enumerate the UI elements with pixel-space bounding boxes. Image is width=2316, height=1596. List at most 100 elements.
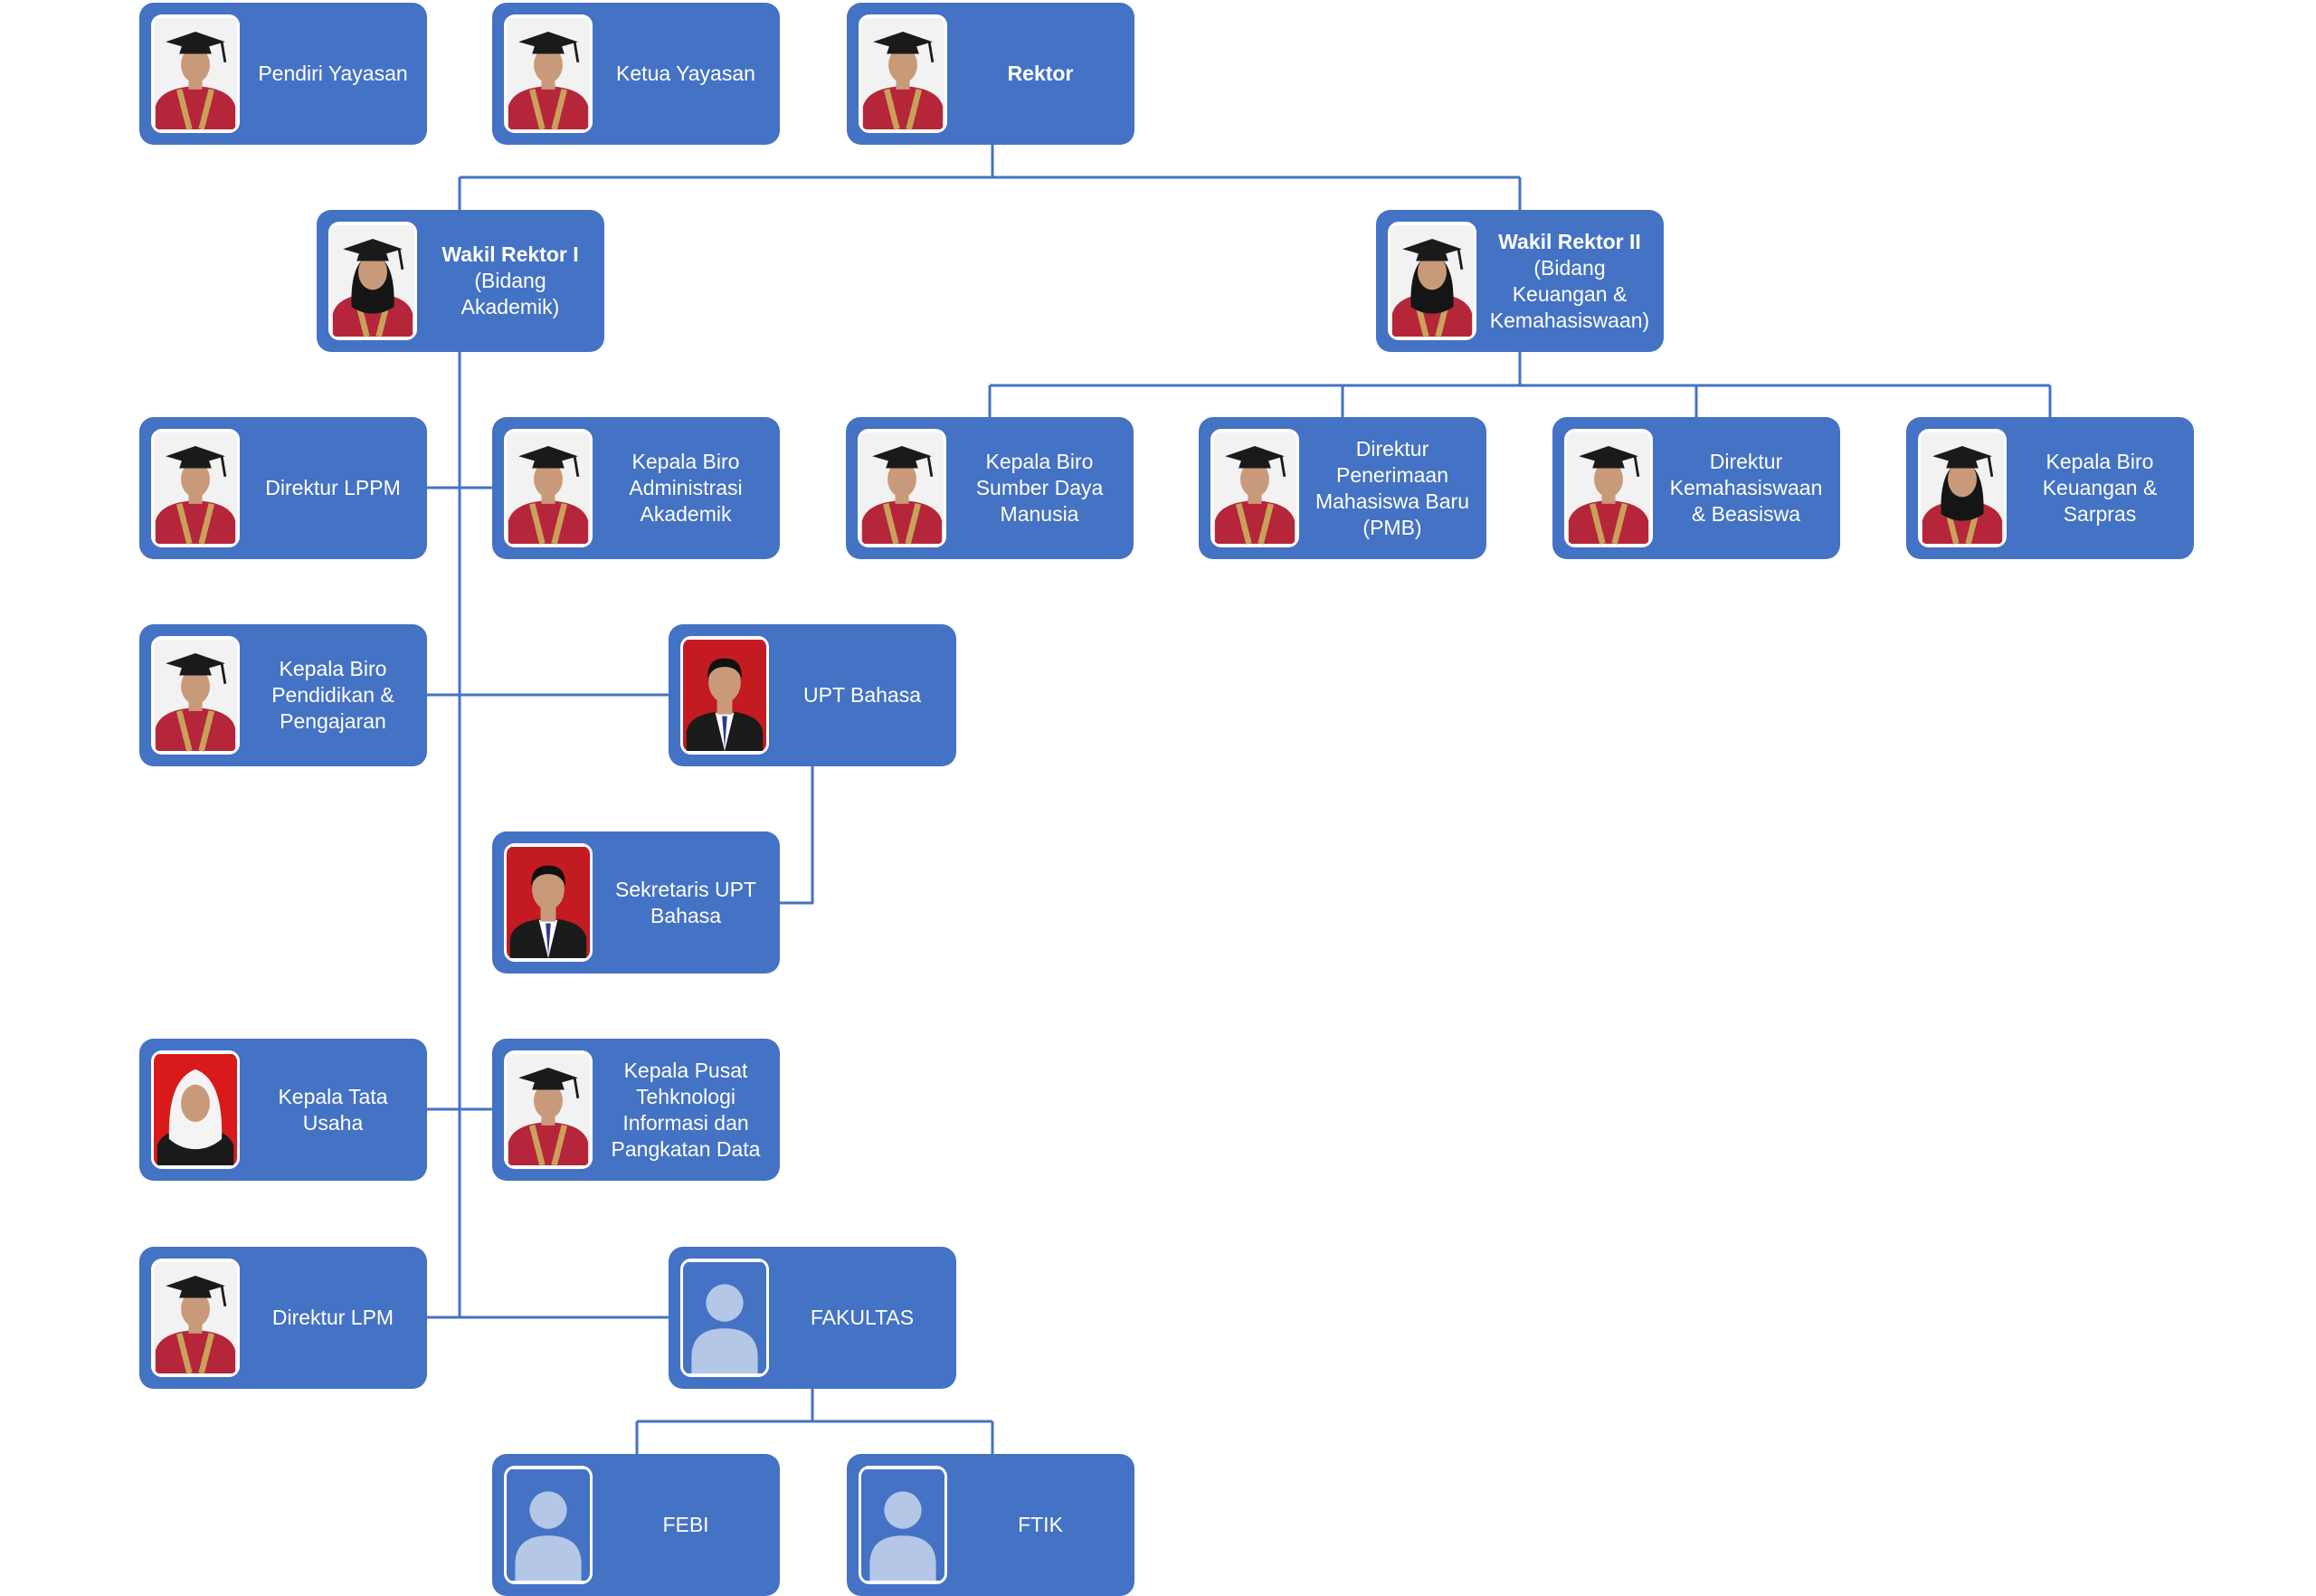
person-gown-hijab-icon bbox=[1921, 432, 2004, 545]
person-gown-icon bbox=[1213, 432, 1296, 545]
node-photo bbox=[504, 843, 593, 962]
node-photo bbox=[680, 636, 769, 755]
person-hijab-red-bg-icon bbox=[154, 1054, 237, 1165]
node-photo bbox=[859, 14, 947, 133]
node-label-line: UPT Bahasa bbox=[803, 683, 921, 707]
person-gown-icon bbox=[507, 18, 590, 130]
node-label-line: Direktur bbox=[1355, 436, 1429, 461]
connector-line bbox=[635, 1389, 994, 1454]
connector-line bbox=[780, 766, 814, 905]
person-placeholder-icon bbox=[507, 1469, 590, 1581]
node-label-line: (Bidang bbox=[1533, 255, 1606, 280]
node-label-line: Kepala Tata bbox=[278, 1084, 388, 1108]
node-label-line: Keuangan & bbox=[2042, 476, 2158, 499]
person-gown-icon bbox=[154, 18, 237, 130]
person-suit-red-bg-icon bbox=[507, 847, 590, 958]
node-label-line: Kepala Biro bbox=[631, 450, 740, 473]
node-photo bbox=[504, 1050, 593, 1169]
node-label-line: Rektor bbox=[1007, 62, 1074, 85]
node-label-line: Kepala Biro bbox=[279, 657, 387, 680]
node-photo bbox=[680, 1259, 769, 1377]
node-label-line: (PMB) bbox=[1362, 515, 1422, 539]
node-direktur-lppm: Direktur LPPM bbox=[139, 417, 427, 559]
node-photo bbox=[1388, 222, 1476, 340]
node-label-line: Kemahasiswaan bbox=[1669, 476, 1823, 499]
person-gown-icon bbox=[861, 18, 944, 130]
person-gown-hijab-icon bbox=[1391, 225, 1474, 337]
node-fakultas: FAKULTAS bbox=[669, 1247, 956, 1389]
node-label-line: Kemahasiswaan) bbox=[1489, 308, 1650, 332]
node-label-line: Direktur LPM bbox=[271, 1306, 394, 1329]
node-label-line: (Bidang bbox=[474, 269, 546, 292]
node-photo bbox=[151, 636, 240, 755]
node-photo bbox=[151, 14, 240, 133]
node-label-line: Bahasa bbox=[650, 903, 721, 927]
node-photo bbox=[1210, 429, 1299, 547]
node-label-line: Direktur bbox=[1709, 450, 1783, 473]
node-label-line: Penerimaan bbox=[1335, 462, 1449, 487]
connector-line bbox=[988, 352, 2052, 417]
node-label-line: FAKULTAS bbox=[810, 1306, 915, 1329]
node-label: Rektor bbox=[954, 3, 1127, 145]
node-label-line: Sekretaris UPT bbox=[615, 877, 756, 901]
node-label-line: Manusia bbox=[1000, 502, 1079, 526]
node-label-line: Mahasiswa Baru bbox=[1315, 489, 1470, 513]
person-gown-hijab-icon bbox=[331, 225, 414, 337]
node-label-line: Kepala Biro bbox=[985, 450, 1094, 473]
node-label-line: Pendiri Yayasan bbox=[258, 62, 408, 85]
node-label-line: Wakil Rektor II bbox=[1498, 229, 1641, 253]
person-gown-icon bbox=[860, 432, 944, 545]
node-label-line: Tehknologi bbox=[636, 1084, 736, 1108]
node-label-line: Administrasi bbox=[629, 476, 743, 499]
node-label-line: Keuangan & bbox=[1512, 281, 1628, 306]
node-label: FEBI bbox=[599, 1454, 773, 1596]
node-label-line: Pengajaran bbox=[280, 709, 386, 733]
node-label-line: Akademik bbox=[640, 502, 732, 526]
node-label: Direktur LPM bbox=[246, 1247, 420, 1389]
person-gown-icon bbox=[154, 640, 237, 752]
node-pendiri-yayasan: Pendiri Yayasan bbox=[139, 3, 427, 145]
node-label-line: Sumber Daya bbox=[975, 476, 1104, 499]
node-label-line: Akademik) bbox=[460, 295, 560, 318]
node-label: Direktur LPPM bbox=[246, 417, 420, 559]
node-label: FAKULTAS bbox=[775, 1247, 949, 1389]
node-label: Pendiri Yayasan bbox=[246, 3, 420, 145]
person-gown-icon bbox=[507, 1054, 590, 1166]
person-gown-icon bbox=[1567, 432, 1650, 545]
node-photo bbox=[504, 1466, 593, 1584]
node-label-line: FEBI bbox=[662, 1513, 709, 1536]
node-photo bbox=[504, 429, 593, 547]
node-label-line: Wakil Rektor I bbox=[441, 242, 579, 266]
node-photo bbox=[859, 1466, 947, 1584]
person-suit-red-bg-icon bbox=[683, 640, 766, 751]
person-gown-icon bbox=[154, 1262, 237, 1374]
node-label-line: Usaha bbox=[302, 1110, 364, 1135]
node-photo bbox=[1918, 429, 2007, 547]
node-label-line: FTIK bbox=[1018, 1513, 1063, 1536]
node-label-line: Sarpras bbox=[2063, 502, 2137, 526]
person-placeholder-icon bbox=[861, 1469, 944, 1581]
node-photo bbox=[858, 429, 946, 547]
